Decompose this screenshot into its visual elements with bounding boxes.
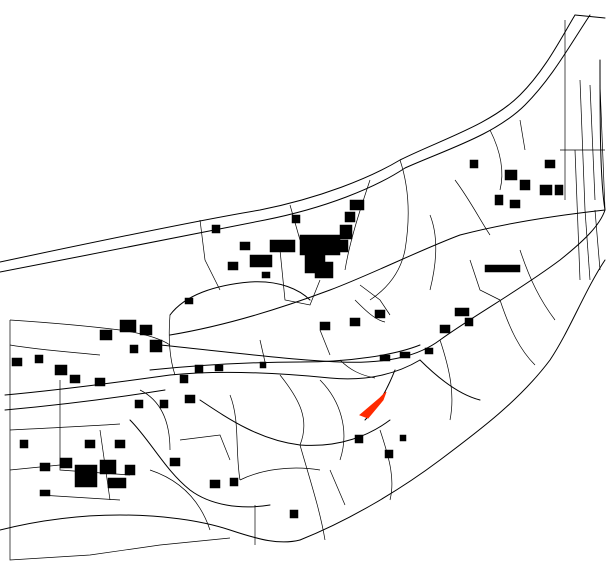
main-roads: [0, 14, 606, 543]
highlight-marker: [359, 391, 387, 419]
buildings: [11, 159, 564, 519]
parcel-lines: [9, 20, 606, 561]
highlighted-parcel: [359, 391, 387, 419]
